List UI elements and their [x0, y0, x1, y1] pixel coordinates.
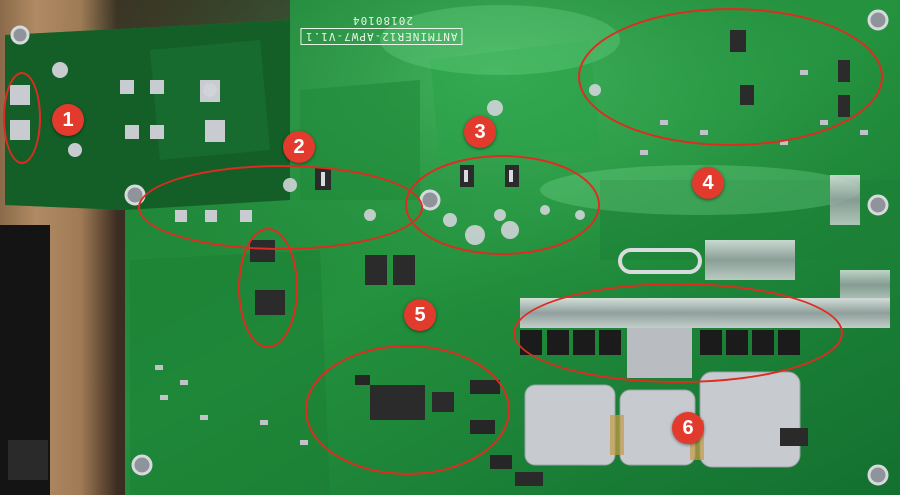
annotation-ring-6 [513, 283, 843, 383]
annotation-ring-2b [238, 228, 298, 348]
model-text: ANTMINER12-APW7-V1.1 [305, 30, 458, 43]
marker-2: 2 [283, 131, 315, 163]
marker-4-label: 4 [702, 171, 714, 194]
board-date-code: 20180104 [352, 14, 413, 27]
marker-1: 1 [52, 104, 84, 136]
marker-5: 5 [404, 299, 436, 331]
marker-6: 6 [672, 412, 704, 444]
marker-3: 3 [464, 116, 496, 148]
marker-6-label: 6 [682, 416, 694, 439]
marker-4: 4 [692, 167, 724, 199]
annotation-ring-3 [405, 155, 600, 255]
marker-5-label: 5 [414, 303, 426, 326]
date-text: 20180104 [352, 14, 413, 27]
marker-1-label: 1 [62, 108, 74, 131]
marker-3-label: 3 [474, 120, 486, 143]
board-model-label: ANTMINER12-APW7-V1.1 [300, 28, 463, 45]
annotation-ring-4 [578, 8, 883, 146]
marker-2-label: 2 [293, 135, 305, 158]
annotation-ring-5 [305, 345, 510, 475]
annotation-ring-1 [3, 72, 41, 164]
